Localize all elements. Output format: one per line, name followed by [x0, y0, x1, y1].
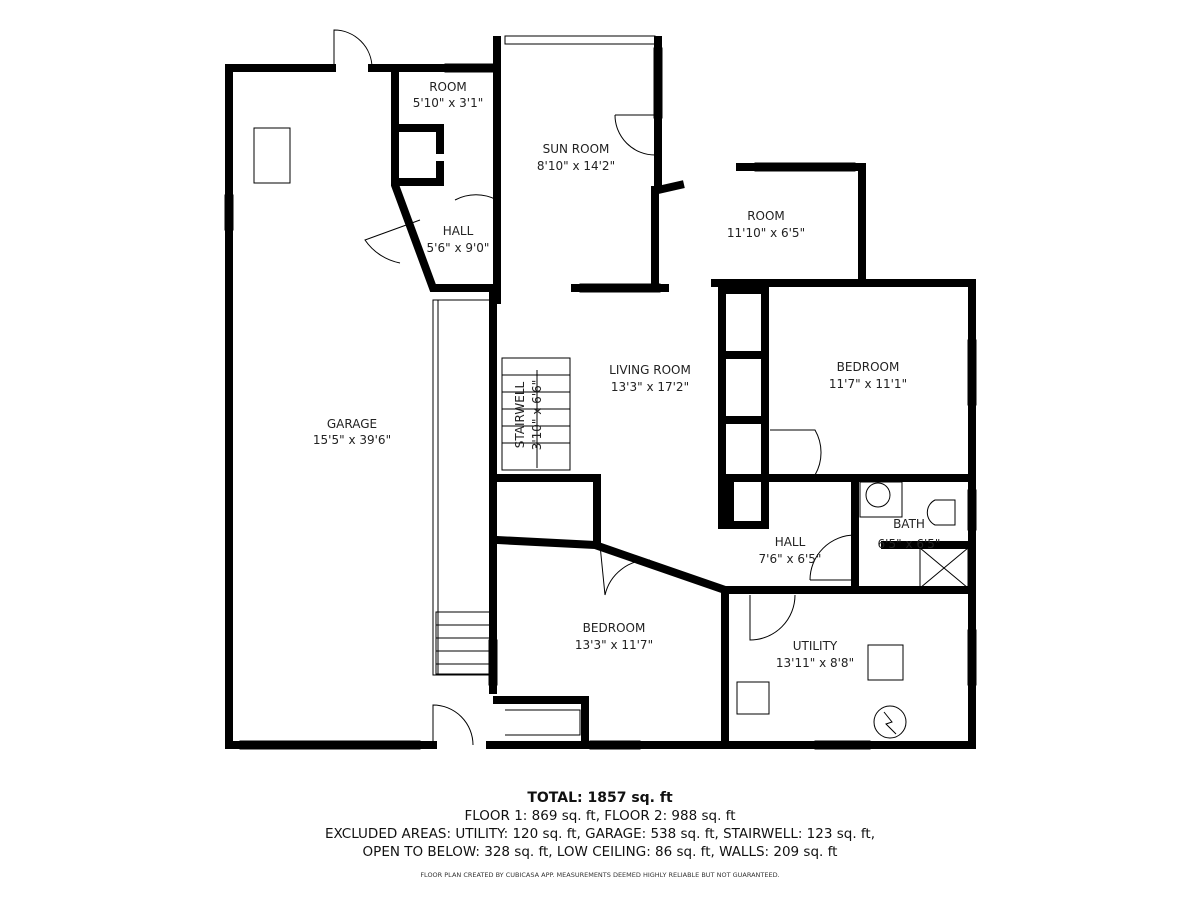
- bedroom-right-name: BEDROOM: [837, 360, 900, 374]
- garage-size: 15'5" x 39'6": [313, 433, 391, 447]
- toilet-icon: [926, 499, 956, 526]
- stairs: [432, 299, 571, 676]
- disclaimer: FLOOR PLAN CREATED BY CUBICASA APP. MEAS…: [420, 871, 780, 879]
- room-right-size: 11'10" x 6'5": [727, 226, 805, 240]
- shower-icon: [919, 547, 969, 589]
- water-heater-icon: [873, 705, 907, 739]
- hall-upper-size: 5'6" x 9'0": [427, 241, 490, 255]
- room-small-size: 5'10" x 3'1": [413, 96, 484, 110]
- living-room-size: 13'3" x 17'2": [611, 380, 689, 394]
- utility-size: 13'11" x 8'8": [776, 656, 854, 670]
- sun-room-name: SUN ROOM: [543, 142, 610, 156]
- hall-lower-size: 7'6" x 6'5": [759, 552, 822, 566]
- total-area: TOTAL: 1857 sq. ft: [527, 790, 673, 806]
- floor-areas: FLOOR 1: 869 sq. ft, FLOOR 2: 988 sq. ft: [464, 808, 736, 824]
- room-right-name: ROOM: [747, 209, 785, 223]
- utility-fixture: [736, 681, 770, 715]
- bath-name: BATH: [893, 517, 925, 531]
- bedroom-lower-size: 13'3" x 11'7": [575, 638, 653, 652]
- fixtures: [253, 127, 969, 739]
- garage-fixture: [253, 127, 291, 184]
- bedroom-lower-name: BEDROOM: [583, 621, 646, 635]
- excluded-areas-line-2: OPEN TO BELOW: 328 sq. ft, LOW CEILING: …: [362, 844, 838, 860]
- walls: [225, 36, 976, 749]
- room-labels: GARAGE 15'5" x 39'6" ROOM 5'10" x 3'1" H…: [313, 80, 941, 670]
- hall-upper-name: HALL: [443, 224, 474, 238]
- utility-name: UTILITY: [793, 639, 838, 653]
- stairwell-size: 3'10" x 6'6": [530, 380, 544, 451]
- sink-icon: [865, 482, 891, 508]
- excluded-areas-line-1: EXCLUDED AREAS: UTILITY: 120 sq. ft, GAR…: [324, 826, 876, 842]
- living-room-name: LIVING ROOM: [609, 363, 691, 377]
- bedroom-right-size: 11'7" x 11'1": [829, 377, 907, 391]
- utility-fixture: [867, 644, 904, 681]
- garage-name: GARAGE: [327, 417, 377, 431]
- bath-size: 6'5" x 6'5": [878, 537, 941, 551]
- doors: [333, 29, 856, 746]
- hall-lower-name: HALL: [775, 535, 806, 549]
- stairwell-name: STAIRWELL: [513, 381, 527, 448]
- room-small-name: ROOM: [429, 80, 467, 94]
- sun-room-size: 8'10" x 14'2": [537, 159, 615, 173]
